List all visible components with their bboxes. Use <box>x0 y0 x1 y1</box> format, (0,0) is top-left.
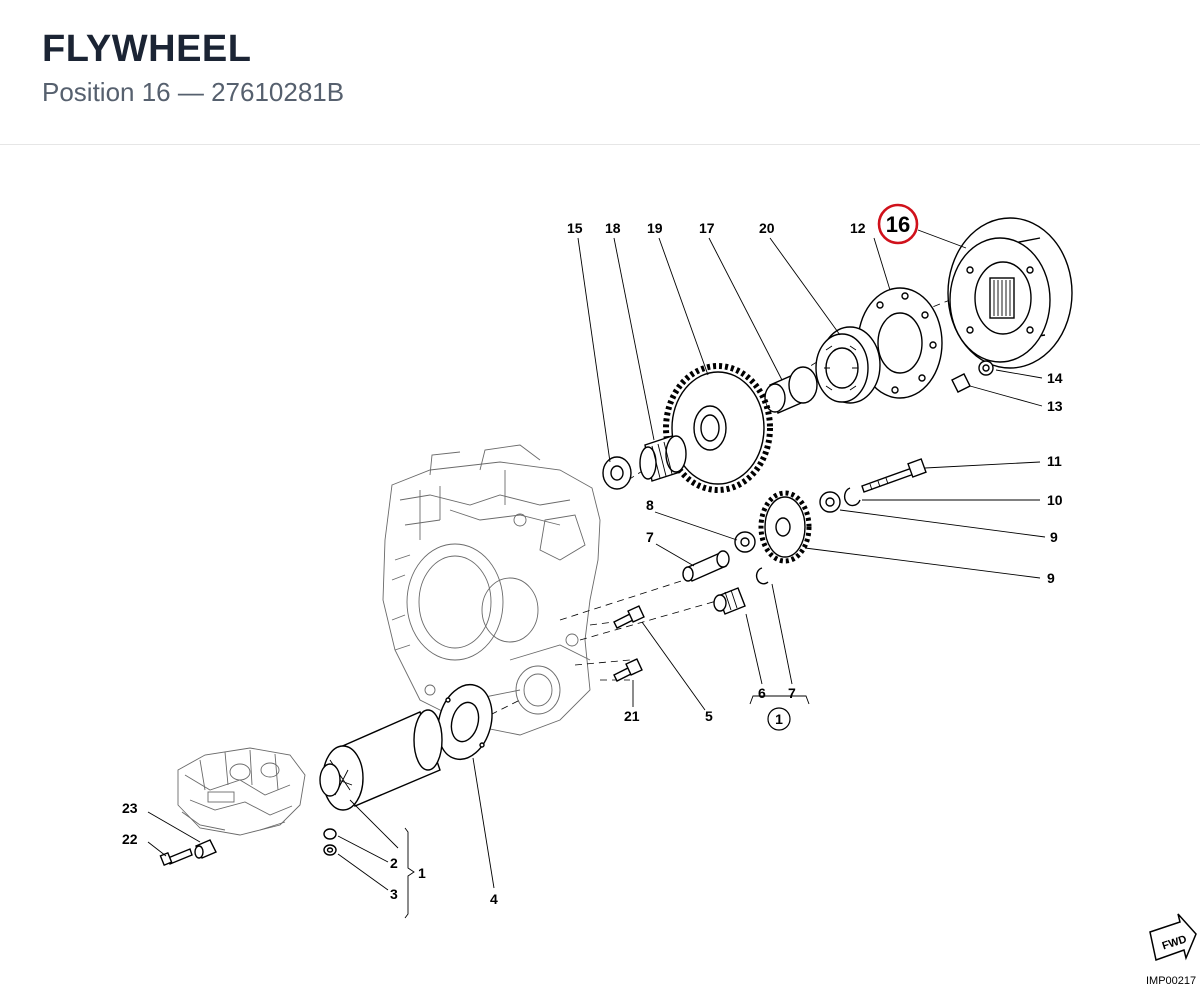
circled-callout-1: 1 <box>767 707 791 731</box>
part-16-flywheel <box>947 217 1073 369</box>
part-22-bolt <box>613 658 643 682</box>
part-11-circlip <box>843 487 861 507</box>
highlight-callout-16[interactable]: 16 <box>877 203 919 245</box>
callout-8: 7 <box>646 529 654 545</box>
callout-20: 19 <box>647 220 663 236</box>
part-10-gear <box>758 490 812 564</box>
part-24-spacer <box>194 839 217 859</box>
callout-11: 10 <box>1047 492 1063 508</box>
callout-5: 5 <box>705 708 713 724</box>
starter-motor <box>319 709 443 811</box>
callout-22: 21 <box>624 708 640 724</box>
part-6-pinion <box>713 587 746 615</box>
callout-13: 12 <box>850 220 866 236</box>
circled-1-text: 1 <box>775 711 783 727</box>
header: FLYWHEEL Position 16 — 27610281B <box>0 0 1200 145</box>
reference-code: IMP00217 <box>1146 975 1196 987</box>
part-2-washer <box>323 828 337 840</box>
callout-21: 20 <box>759 220 775 236</box>
callout-1-group: 1 <box>418 865 426 881</box>
part-20-idler-gear <box>663 363 773 493</box>
callout-3: 3 <box>390 886 398 902</box>
part-21-freewheel <box>815 326 881 404</box>
leader-lines <box>147 229 1046 891</box>
part-7-circlip <box>755 567 769 585</box>
callout-9-right: 9 <box>1050 529 1058 545</box>
cylinder-head-outline <box>177 747 306 836</box>
part-9-washer-upper <box>819 491 841 513</box>
callout-10: 9 <box>1047 570 1055 586</box>
callout-14: 13 <box>1047 398 1063 414</box>
part-8-shaft <box>682 550 730 582</box>
callout-23: 22 <box>122 831 138 847</box>
callout-18: 17 <box>699 220 715 236</box>
part-19-needle-bearing <box>639 435 687 482</box>
part-9-washer-lower <box>734 531 756 553</box>
fwd-arrow-icon: FWD <box>1149 913 1197 961</box>
callout-2: 2 <box>390 855 398 871</box>
part-18-bushing <box>764 366 818 414</box>
page-title: FLYWHEEL <box>42 28 252 70</box>
part-12-bolt <box>861 458 927 493</box>
part-3-nut <box>323 844 337 856</box>
callout-24: 23 <box>122 800 138 816</box>
part-5-bolt <box>613 605 645 629</box>
highlight-label: 16 <box>886 212 910 237</box>
callout-12: 11 <box>1047 453 1062 469</box>
callout-4: 4 <box>490 891 498 907</box>
crankcase-outline <box>382 444 601 736</box>
exploded-parts-diagram: 15 18 19 17 20 12 14 13 11 10 9 9 8 7 6 … <box>122 203 1197 987</box>
group-1-brace <box>404 827 415 919</box>
part-17-washer <box>602 456 632 490</box>
part-4-gasket <box>437 683 493 761</box>
callout-labels: 15 18 19 17 20 12 14 13 11 10 9 9 8 7 6 … <box>122 220 1063 907</box>
part-23-bolt <box>159 848 193 867</box>
part-14-dowel <box>951 373 971 393</box>
callout-9-left: 8 <box>646 497 654 513</box>
page-subtitle: Position 16 — 27610281B <box>42 77 345 107</box>
callout-7: 7 <box>788 685 796 701</box>
callout-19: 18 <box>605 220 621 236</box>
callout-6: 6 <box>758 685 766 701</box>
part-15-nut <box>978 360 994 376</box>
callout-17: 15 <box>567 220 583 236</box>
highlight-ring <box>877 203 919 245</box>
callout-15: 14 <box>1047 370 1063 386</box>
